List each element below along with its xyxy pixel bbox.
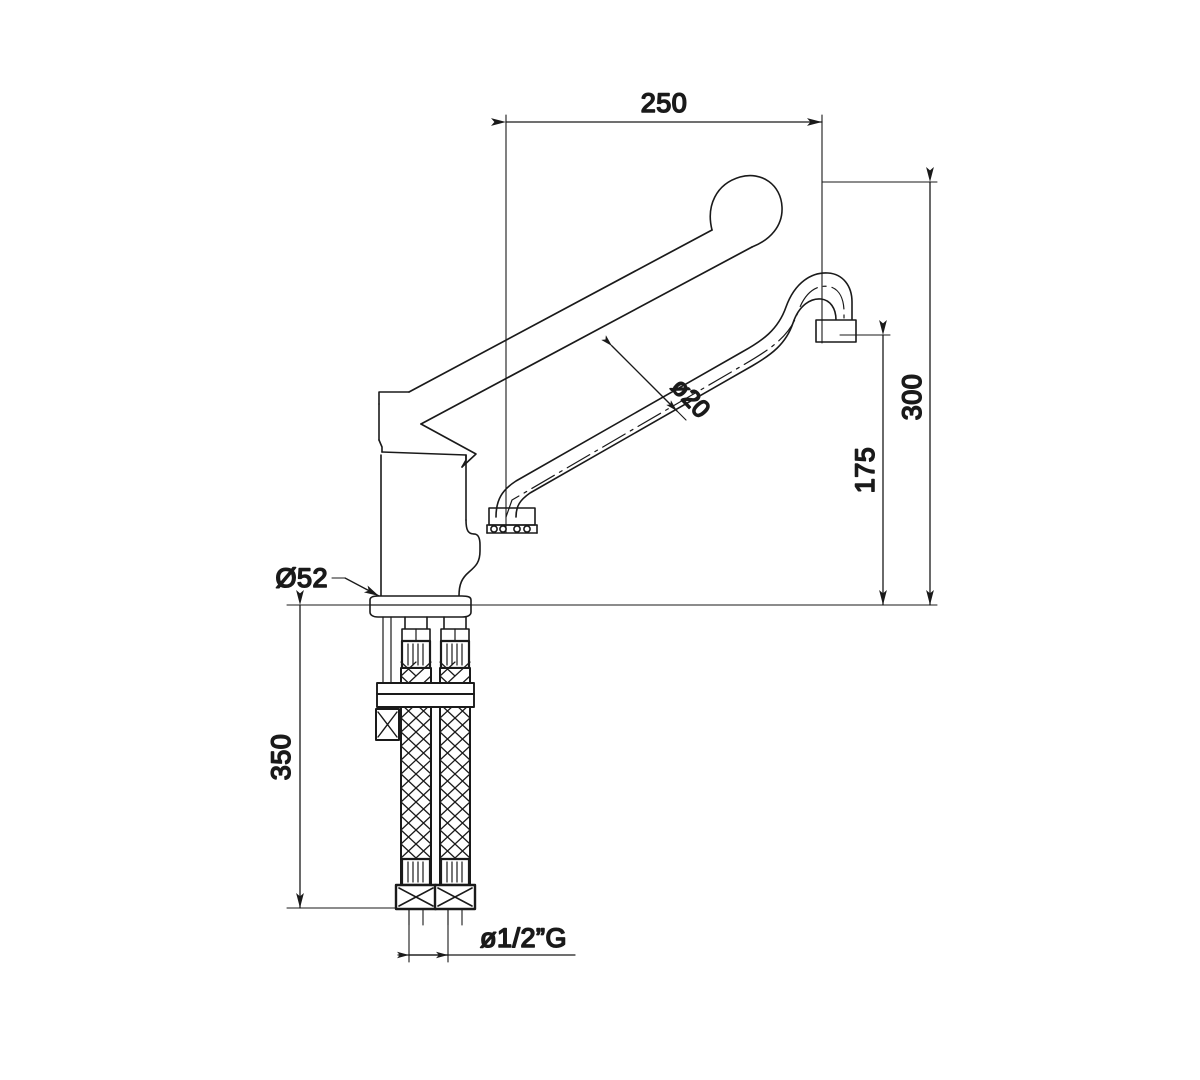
aerator xyxy=(815,319,857,343)
dimension-label-dia52: Ø52 xyxy=(275,563,328,593)
body-skirt xyxy=(380,533,481,601)
dimension-spout-height xyxy=(839,320,891,606)
dimension-label-250: 250 xyxy=(641,88,688,118)
dimension-label-thread: ø1/2”G xyxy=(480,923,567,953)
mounting-bracket xyxy=(376,682,475,708)
lever-handle xyxy=(378,174,783,468)
body xyxy=(380,454,475,601)
dimension-spout-reach xyxy=(491,114,823,534)
dimension-label-350: 350 xyxy=(266,734,296,781)
dimension-label-175: 175 xyxy=(850,447,880,494)
dimension-overall-height xyxy=(470,167,938,606)
hose-right xyxy=(433,616,477,926)
dimension-label-300: 300 xyxy=(897,374,927,421)
stud-nut xyxy=(375,616,400,741)
dimension-hose-length xyxy=(286,590,397,909)
cartridge-cap xyxy=(378,403,467,468)
base-flange xyxy=(369,595,472,618)
dimension-base-diameter xyxy=(331,577,380,597)
dimension-thread-size xyxy=(397,908,576,963)
hose-left xyxy=(394,616,438,926)
dimension-spout-diameter xyxy=(601,335,687,421)
swivel-joint xyxy=(486,507,538,534)
dimension-label-dia20: ø20 xyxy=(666,373,716,424)
